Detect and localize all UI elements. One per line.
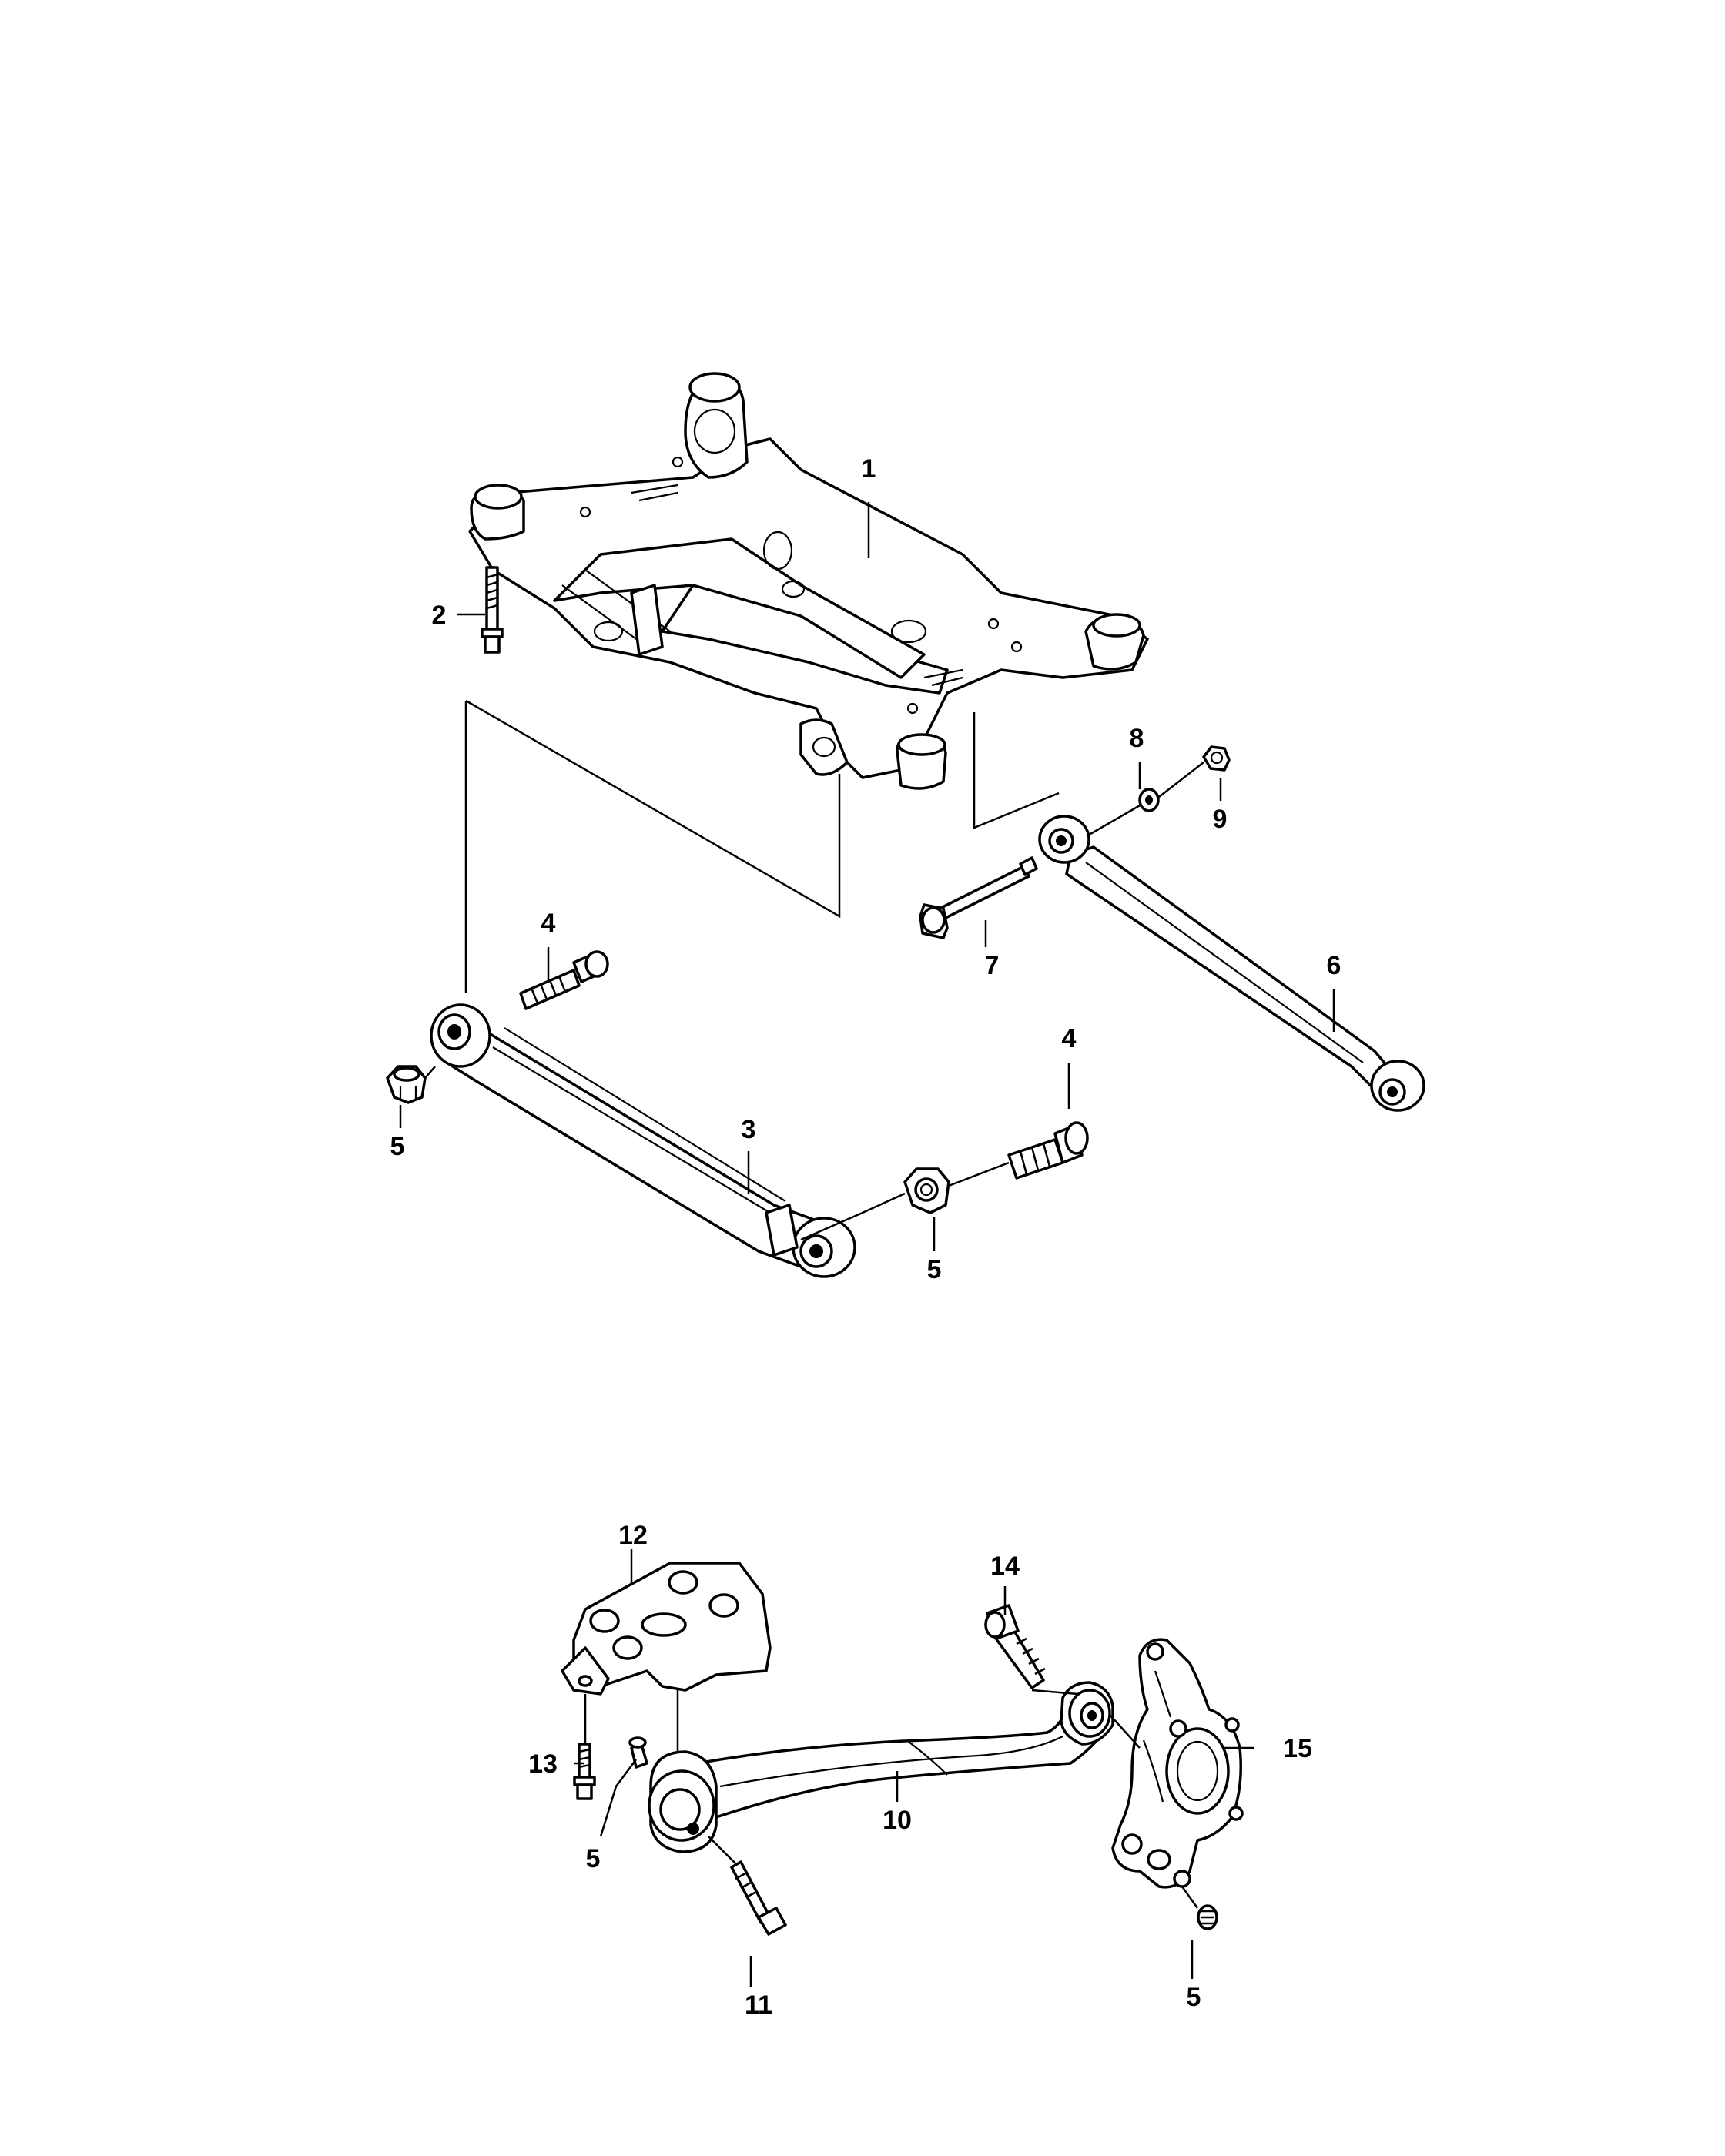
callout-4-upper: 4 <box>541 909 556 938</box>
callout-1: 1 <box>862 454 876 484</box>
callout-9: 9 <box>1213 805 1228 834</box>
reference-line-left <box>465 699 841 919</box>
bracket-12 <box>561 1562 772 1696</box>
bolt-2 <box>481 566 504 654</box>
bolt-4-upper <box>519 950 609 1010</box>
washer-8 <box>1138 788 1160 812</box>
knuckle-15 <box>1111 1638 1244 1889</box>
control-link-3 <box>430 1003 856 1278</box>
callout-8: 8 <box>1130 724 1144 753</box>
callout-5-bottom-left: 5 <box>586 1844 601 1873</box>
callout-2: 2 <box>432 601 447 630</box>
callout-5-middle: 5 <box>927 1255 942 1284</box>
callout-15: 15 <box>1283 1734 1312 1763</box>
callout-7: 7 <box>985 951 1000 980</box>
trailing-arm-10 <box>648 1681 1114 1853</box>
callout-6: 6 <box>1327 951 1341 980</box>
bolt-14 <box>984 1604 1046 1689</box>
bolt-11 <box>730 1860 787 1936</box>
bolt-13 <box>573 1743 596 1800</box>
callout-5-left: 5 <box>390 1132 405 1161</box>
callout-3: 3 <box>742 1115 756 1144</box>
callout-5-bottom-right: 5 <box>1187 1983 1201 2012</box>
callout-labels: 1 2 3 4 4 5 5 6 7 8 9 10 11 12 13 14 15 … <box>390 454 1341 2020</box>
callout-11: 11 <box>745 1990 772 2020</box>
nut-5-bottom-right <box>1197 1904 1218 1930</box>
callout-13: 13 <box>528 1749 558 1779</box>
nut-5-left <box>386 1065 427 1104</box>
top-leader-lines <box>399 502 1335 1251</box>
callout-14: 14 <box>990 1552 1020 1581</box>
callout-4-lower: 4 <box>1062 1024 1077 1053</box>
crossmember <box>468 372 1149 790</box>
callout-12: 12 <box>618 1521 648 1550</box>
bottom-leader-lines <box>574 1549 1254 1987</box>
reference-line-right <box>973 712 1060 829</box>
callout-10: 10 <box>883 1806 912 1835</box>
lateral-link-6 <box>1038 815 1425 1112</box>
cam-bolt-7 <box>919 856 1038 939</box>
nut-5-middle <box>903 1167 950 1214</box>
bolt-4-lower <box>1007 1121 1089 1180</box>
nut-9 <box>1202 745 1231 772</box>
